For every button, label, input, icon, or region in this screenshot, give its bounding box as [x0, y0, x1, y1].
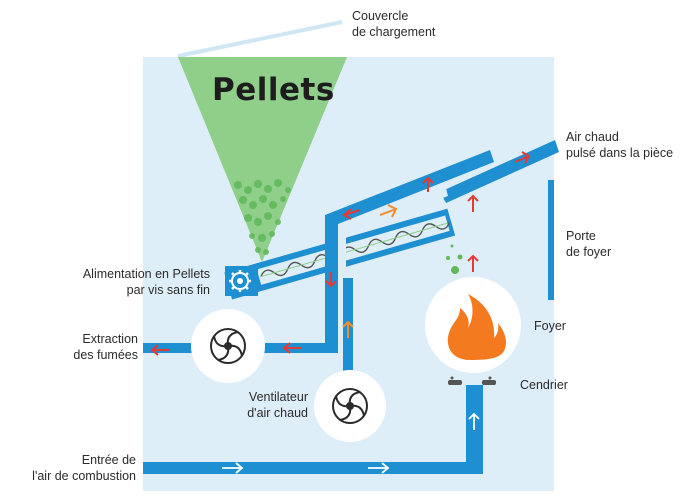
label-ash-pan: Cendrier: [520, 378, 568, 392]
arrow-left-icon: [150, 344, 170, 356]
hopper-title: Pellets: [212, 72, 335, 108]
label-combustion-air: Entrée de l'air de combustion: [32, 453, 136, 483]
arrow-up-icon: [468, 412, 480, 430]
loading-lid: [177, 20, 343, 58]
arrow-left-icon: [342, 208, 361, 220]
arrow-right-icon: [222, 462, 244, 474]
fan-icon: [210, 328, 246, 364]
ash-pan: [448, 376, 496, 385]
hot-air-fan: [314, 370, 386, 442]
label-flue-extraction: Extraction des fumées: [73, 332, 138, 362]
pellet-pile: [234, 179, 291, 255]
arrow-right-icon: [514, 151, 531, 164]
intake-arrows: [222, 412, 480, 474]
warm-arrows: [342, 204, 398, 338]
pellet-hopper: [178, 57, 347, 262]
arrow-right-icon: [368, 462, 390, 474]
combustion-air-duct: [143, 385, 483, 474]
arrow-up-icon: [467, 254, 479, 272]
extraction-fan: [191, 309, 265, 383]
arrow-up-icon: [422, 176, 434, 192]
combustion-particles: [446, 244, 463, 274]
fan-icon: [332, 388, 368, 424]
firebox: [425, 277, 521, 373]
arrow-down-icon: [325, 272, 337, 288]
label-firebox-door: Porte de foyer: [566, 229, 612, 259]
hot-arrows: [150, 151, 531, 356]
arrow-right-icon: [379, 204, 398, 218]
arrow-up-icon: [342, 320, 354, 338]
arrow-up-icon: [467, 194, 479, 212]
label-hot-air: Air chaud pulsé dans la pièce: [566, 130, 674, 160]
label-firebox: Foyer: [534, 319, 566, 333]
firebox-door: [548, 180, 554, 300]
label-hot-air-fan: Ventilateur d'air chaud: [247, 390, 308, 420]
arrow-left-icon: [282, 342, 302, 354]
gear-icon: [225, 266, 258, 296]
flame-icon: [447, 294, 506, 360]
label-lid: Couvercle de chargement: [352, 9, 436, 39]
label-auger-feed: Alimentation en Pellets par vis sans fin: [82, 267, 210, 297]
